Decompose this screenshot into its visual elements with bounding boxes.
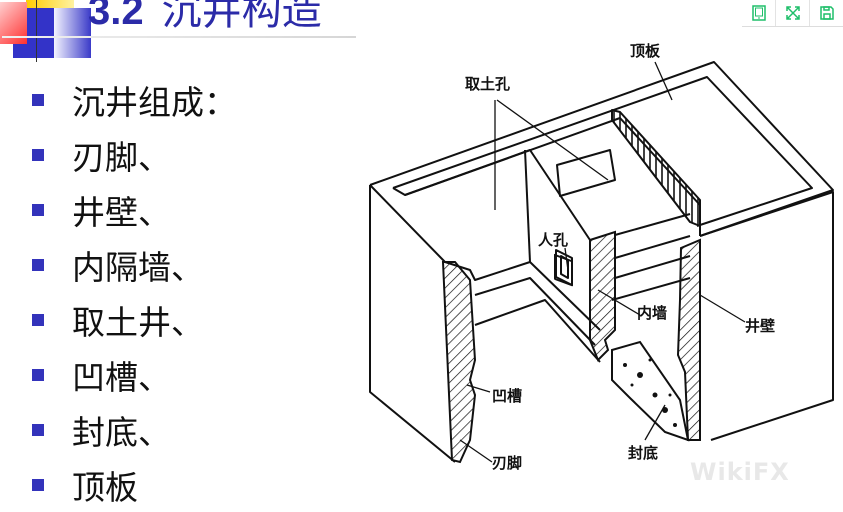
label-well-wall: 井壁 bbox=[745, 317, 776, 335]
inner-wall-section bbox=[589, 230, 616, 362]
bullet-item: 井壁、 bbox=[32, 182, 237, 237]
viewer-toolbar bbox=[742, 0, 843, 27]
label-groove: 凹槽 bbox=[492, 387, 523, 405]
bottom-seal bbox=[611, 340, 690, 442]
bullet-square-icon bbox=[32, 93, 44, 106]
bullet-item: 取土井、 bbox=[32, 292, 237, 347]
bullet-square-icon bbox=[32, 148, 44, 161]
fullscreen-button[interactable] bbox=[776, 0, 810, 26]
left-well-wall bbox=[441, 261, 477, 464]
label-soil-hole: 取土孔 bbox=[465, 75, 511, 93]
right-well-wall bbox=[676, 238, 701, 441]
label-inner-wall: 内墙 bbox=[637, 304, 668, 322]
bullet-text: 刃脚、 bbox=[72, 137, 171, 177]
inner-rim bbox=[392, 76, 813, 227]
bullet-text: 凹槽、 bbox=[72, 357, 171, 397]
save-button[interactable] bbox=[810, 0, 843, 26]
bullet-square-icon bbox=[32, 313, 44, 326]
title-underline bbox=[2, 36, 356, 38]
logo-yellow-square bbox=[26, 0, 74, 8]
save-icon bbox=[819, 6, 834, 20]
logo-vertical-line bbox=[36, 0, 37, 62]
bullet-text: 封底、 bbox=[72, 412, 171, 452]
label-top-slab: 顶板 bbox=[630, 42, 661, 60]
bullet-square-icon bbox=[32, 368, 44, 381]
title-number: 3.2 bbox=[88, 0, 144, 33]
bullet-item: 封底、 bbox=[32, 402, 237, 457]
title-text: 沉井构造 bbox=[161, 0, 322, 34]
label-manhole: 人孔 bbox=[538, 231, 569, 249]
bullet-item: 沉井组成： bbox=[32, 72, 237, 127]
watermark: WikiFX bbox=[690, 458, 790, 486]
right-face bbox=[699, 191, 834, 441]
bullet-item: 顶板 bbox=[32, 457, 237, 512]
tablet-view-button[interactable] bbox=[742, 0, 776, 26]
bullet-item: 内隔墙、 bbox=[32, 237, 237, 292]
bullet-square-icon bbox=[32, 258, 44, 271]
caisson-drawing bbox=[369, 61, 834, 464]
bullet-text: 取土井、 bbox=[72, 302, 204, 342]
bullet-item: 凹槽、 bbox=[32, 347, 237, 402]
outer-rim bbox=[369, 61, 834, 237]
tablet-icon bbox=[751, 5, 766, 21]
bullet-text: 沉井组成： bbox=[72, 82, 237, 122]
label-cutting-edge: 刃脚 bbox=[492, 454, 523, 472]
label-bottom-seal: 封底 bbox=[628, 444, 659, 462]
bullet-list: 沉井组成： 刃脚、 井壁、 内隔墙、 取土井、 凹槽、 封底、 顶板 bbox=[32, 72, 237, 512]
bullet-text: 内隔墙、 bbox=[72, 247, 204, 287]
bullet-square-icon bbox=[32, 423, 44, 436]
bullet-item: 刃脚、 bbox=[32, 127, 237, 182]
slide-title: 3.2 沉井构造 bbox=[88, 0, 322, 36]
fullscreen-icon bbox=[785, 6, 800, 20]
bullet-square-icon bbox=[32, 203, 44, 216]
logo-gradient-square bbox=[54, 8, 91, 58]
bullet-text: 井壁、 bbox=[72, 192, 171, 232]
caisson-diagram: 顶板 取土孔 人孔 内墙 井壁 凹槽 刃脚 封底 bbox=[360, 30, 840, 484]
bullet-text: 顶板 bbox=[72, 467, 138, 507]
left-face bbox=[369, 185, 456, 463]
bullet-square-icon bbox=[32, 478, 44, 491]
